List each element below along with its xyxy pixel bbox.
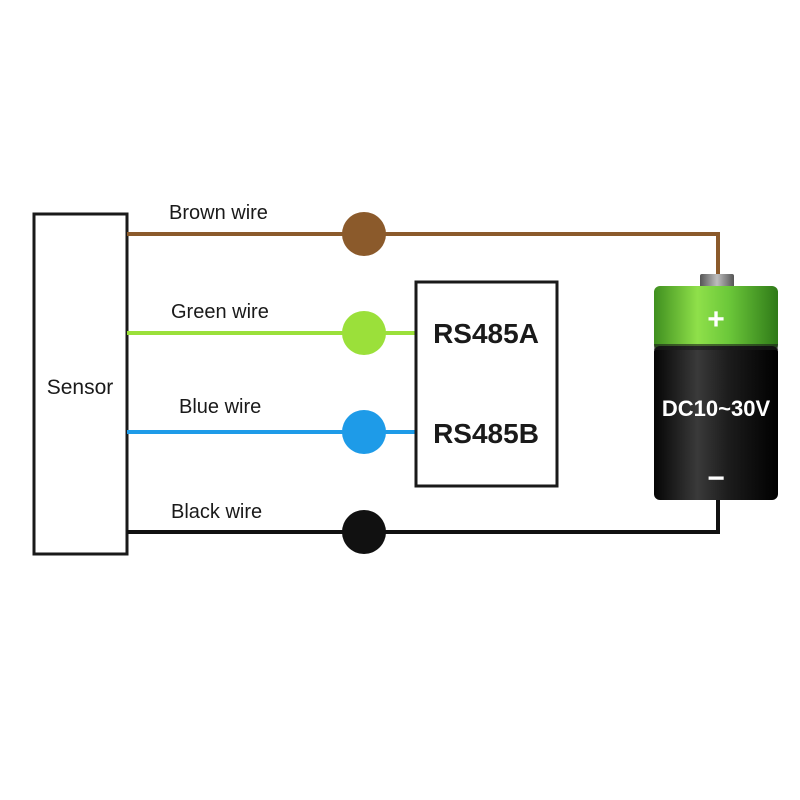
battery-positive-sign: + [707, 303, 725, 336]
brown-wire-line [127, 232, 720, 278]
brown-wire: Brown wire [127, 202, 720, 278]
blue-wire-label: Blue wire [179, 396, 261, 418]
sensor-box: Sensor [32, 212, 129, 556]
green-wire-label: Green wire [171, 301, 269, 323]
sensor-label: Sensor [47, 376, 114, 399]
battery-cap [700, 274, 734, 288]
rs485b-label: RS485B [433, 418, 539, 449]
battery-voltage-label: DC10~30V [662, 396, 771, 421]
brown-wire-label: Brown wire [169, 202, 268, 224]
black-wire: Black wire [127, 498, 720, 554]
black-wire-line [127, 498, 720, 534]
battery-negative-sign: − [707, 462, 725, 495]
rs485a-label: RS485A [433, 318, 539, 349]
green-wire: Green wire [127, 301, 416, 355]
green-wire-dot [342, 311, 386, 355]
brown-wire-dot [342, 212, 386, 256]
blue-wire-dot [342, 410, 386, 454]
black-wire-dot [342, 510, 386, 554]
rs485-module: RS485A RS485B [414, 280, 559, 488]
battery: + DC10~30V − [654, 274, 778, 500]
battery-body [654, 346, 778, 500]
blue-wire: Blue wire [127, 396, 416, 454]
black-wire-label: Black wire [171, 501, 262, 523]
battery-top [654, 286, 778, 350]
